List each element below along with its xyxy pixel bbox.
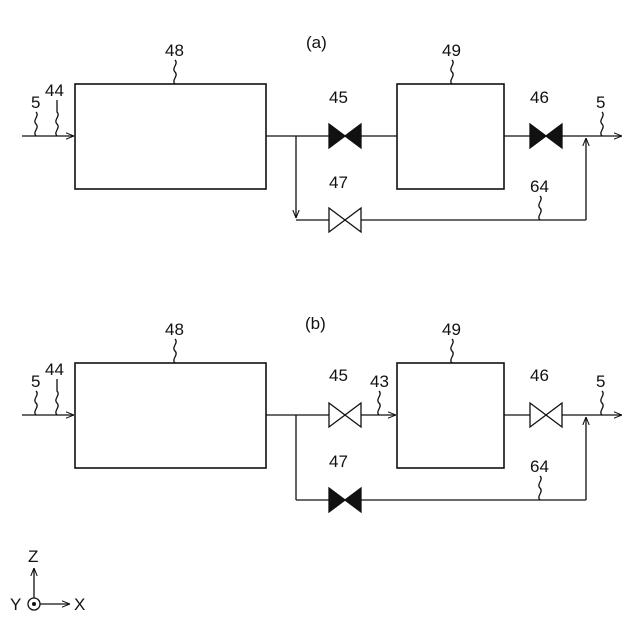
coordinate-axes: Z Y X	[10, 547, 85, 614]
valve-47	[329, 488, 361, 512]
axis-label-y: Y	[10, 595, 21, 614]
leader-49	[451, 60, 453, 84]
label-64: 64	[530, 177, 549, 196]
leader-64	[539, 196, 541, 220]
label-5-out: 5	[596, 372, 605, 391]
leader-5-out	[601, 391, 603, 415]
figure-b: (b)	[22, 314, 622, 512]
figure-a: (a)	[22, 33, 622, 232]
leader-64	[539, 476, 541, 500]
label-44: 44	[45, 81, 64, 100]
label-47: 47	[329, 452, 348, 471]
label-5-out: 5	[596, 93, 605, 112]
label-64: 64	[530, 457, 549, 476]
label-44: 44	[45, 360, 64, 379]
leader-44	[56, 100, 58, 136]
leader-5-in	[35, 391, 37, 415]
leader-5-in	[35, 112, 37, 136]
valve-45	[329, 403, 361, 427]
unit-49-box	[397, 363, 504, 468]
label-48: 48	[165, 41, 184, 60]
label-45: 45	[329, 366, 348, 385]
label-46: 46	[530, 88, 549, 107]
label-47: 47	[329, 173, 348, 192]
label-45: 45	[329, 88, 348, 107]
leader-43	[378, 391, 380, 415]
label-49: 49	[442, 320, 461, 339]
label-5-in: 5	[31, 93, 40, 112]
valve-45	[329, 124, 361, 148]
label-46: 46	[530, 366, 549, 385]
figure-b-label: (b)	[305, 314, 326, 333]
label-49: 49	[442, 41, 461, 60]
valve-46	[530, 403, 562, 427]
leader-5-out	[601, 112, 603, 136]
label-48: 48	[165, 320, 184, 339]
valve-46	[530, 124, 562, 148]
leader-44	[56, 379, 58, 415]
axis-label-z: Z	[28, 547, 38, 566]
unit-48-box	[75, 84, 266, 189]
y-axis-dot	[32, 602, 36, 606]
label-43: 43	[370, 372, 389, 391]
figure-a-label: (a)	[306, 33, 327, 52]
leader-48	[174, 339, 176, 363]
axis-label-x: X	[74, 595, 85, 614]
leader-48	[174, 60, 176, 84]
valve-47	[329, 208, 361, 232]
leader-49	[451, 339, 453, 363]
unit-48-box	[75, 363, 266, 468]
unit-49-box	[397, 84, 504, 189]
label-5-in: 5	[31, 372, 40, 391]
